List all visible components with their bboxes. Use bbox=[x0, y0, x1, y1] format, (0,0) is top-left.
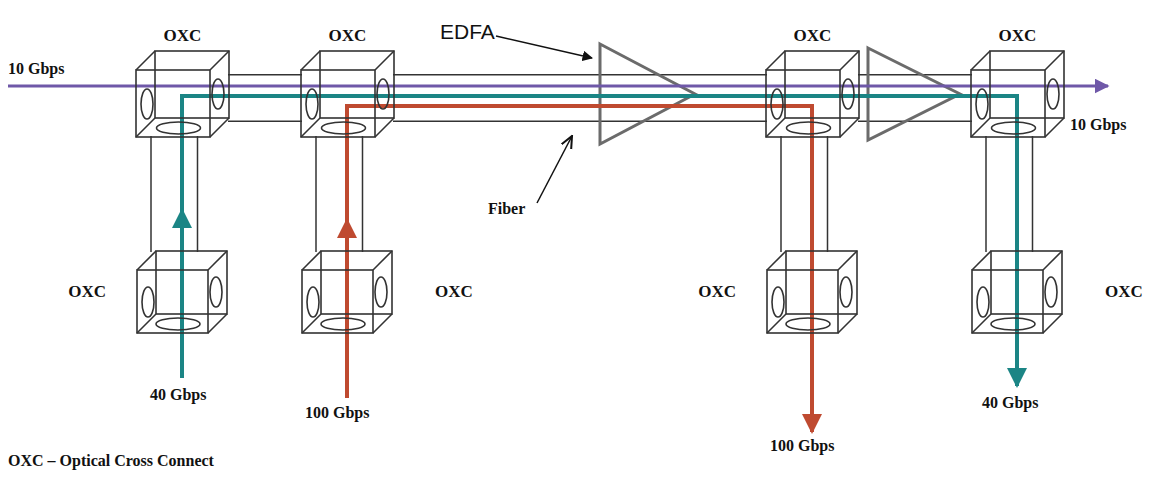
node-caption: OXC bbox=[435, 282, 473, 302]
oxc-cube bbox=[971, 250, 1063, 334]
oxc-cube bbox=[765, 50, 860, 138]
part-name: Fiber bbox=[488, 200, 525, 218]
node-caption: OXC bbox=[698, 282, 736, 302]
fiber-tube-core bbox=[317, 136, 362, 252]
fiber-tube bbox=[174, 136, 175, 252]
fiber-tube-core bbox=[987, 136, 1032, 252]
oxc-cube bbox=[301, 250, 393, 334]
signal-rate: 40 Gbps bbox=[150, 386, 206, 404]
fiber-tube-outline bbox=[985, 136, 1033, 252]
signal-rate: 100 Gbps bbox=[770, 437, 834, 455]
oxc-node: OXC bbox=[971, 250, 1143, 334]
signal-rate: 10 Gbps bbox=[8, 60, 64, 78]
oxc-cube bbox=[300, 50, 395, 138]
oxc-node: OXC bbox=[135, 26, 230, 138]
signal-10g bbox=[8, 85, 1108, 88]
fiber-tube bbox=[804, 136, 805, 252]
signal-100g bbox=[347, 106, 812, 432]
oxc-node: OXC bbox=[765, 26, 860, 138]
signal-rate: 10 Gbps bbox=[1070, 116, 1126, 134]
oxc-node: OXC bbox=[300, 26, 395, 138]
oxc-node: OXC bbox=[698, 250, 858, 334]
node-caption: OXC bbox=[164, 26, 202, 46]
signal-rate: 40 Gbps bbox=[982, 394, 1038, 412]
oxc-node: OXC bbox=[301, 250, 473, 334]
leader-line bbox=[496, 36, 592, 58]
fiber-tube bbox=[339, 136, 340, 252]
signal-40g bbox=[182, 96, 1017, 386]
oxc-cube bbox=[136, 250, 228, 334]
leader-line bbox=[537, 136, 572, 203]
fiber-tube-outline bbox=[780, 136, 828, 252]
oxc-cube bbox=[970, 50, 1065, 138]
node-caption: OXC bbox=[794, 26, 832, 46]
fiber-tube-core bbox=[782, 136, 827, 252]
signal-rate: 100 Gbps bbox=[305, 404, 369, 422]
part-name: EDFA bbox=[440, 20, 495, 44]
node-caption: OXC bbox=[1105, 282, 1143, 302]
oxc-node: OXC bbox=[68, 250, 228, 334]
fiber-tube-outline bbox=[315, 136, 363, 252]
node-caption: OXC bbox=[999, 26, 1037, 46]
fiber-tube-outline bbox=[150, 136, 198, 252]
node-caption: OXC bbox=[329, 26, 367, 46]
oxc-node: OXC bbox=[970, 26, 1065, 138]
fiber-tube bbox=[1009, 136, 1010, 252]
signal-100g-arrow bbox=[345, 220, 349, 398]
oxc-cube bbox=[135, 50, 230, 138]
signal-40g-arrow bbox=[180, 210, 184, 378]
fiber-tube-core bbox=[152, 136, 197, 252]
note: OXC – Optical Cross Connect bbox=[8, 452, 214, 470]
oxc-cube bbox=[766, 250, 858, 334]
node-caption: OXC bbox=[68, 282, 106, 302]
